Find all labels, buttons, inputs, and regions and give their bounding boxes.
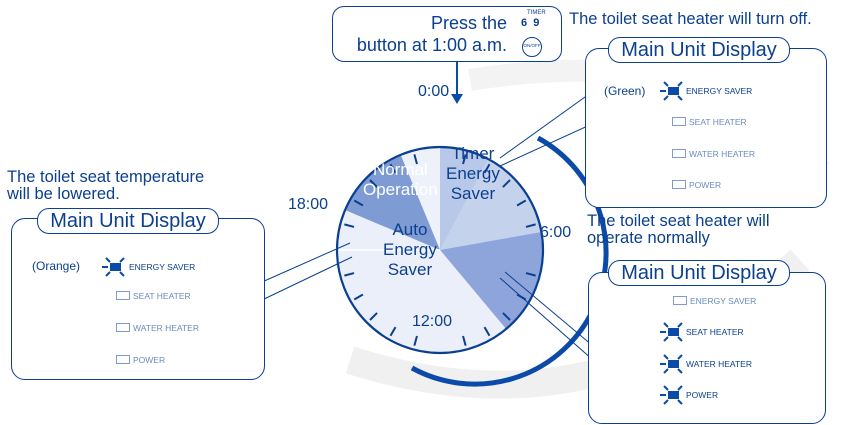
right-top-ind-water: WATER HEATER xyxy=(672,149,755,159)
left-energy-flash-icon xyxy=(102,257,125,277)
left-display-panel xyxy=(11,218,265,380)
clock-tick xyxy=(344,272,355,277)
clock-tick xyxy=(389,326,397,337)
timer-label: TIMER xyxy=(527,10,546,16)
right-bottom-caption: The toilet seat heater will operate norm… xyxy=(587,212,770,247)
right-bottom-ind-seat: SEAT HEATER xyxy=(686,327,744,337)
clock-tick xyxy=(462,335,467,346)
right-bottom-ind-energy: ENERGY SAVER xyxy=(673,296,756,306)
onoff-label: ON/OFF xyxy=(523,43,541,48)
right-top-energy-flash-icon xyxy=(660,81,683,101)
right-bottom-power-flash-icon xyxy=(660,385,683,405)
left-ind-water: WATER HEATER xyxy=(116,323,199,333)
right-bottom-seat-flash-icon xyxy=(660,322,683,342)
leader-right-bottom-2 xyxy=(499,277,594,361)
clock-tick xyxy=(502,312,511,321)
clock-label-left: 18:00 xyxy=(288,196,329,213)
clock-tick xyxy=(483,163,491,174)
right-top-display-tab: Main Unit Display xyxy=(608,37,790,63)
clock-tick xyxy=(483,326,491,337)
leader-left-1 xyxy=(261,242,351,283)
clock-tick xyxy=(525,272,536,277)
right-top-display-panel xyxy=(585,48,827,208)
sector-auto-label: Auto Energy Saver xyxy=(383,220,437,279)
clock-tick xyxy=(502,179,511,188)
left-ind-power: POWER xyxy=(116,355,165,365)
clock-tick xyxy=(413,154,418,165)
sector-timer-label: Timer Energy Saver xyxy=(446,144,500,203)
callout-press-button: Press the button at 1:00 a.m. TIMER 6 9 … xyxy=(332,6,562,62)
right-bottom-ind-power: POWER xyxy=(686,390,719,400)
right-bottom-ind-water: WATER HEATER xyxy=(686,359,752,369)
leader-right-top-2 xyxy=(499,123,593,167)
timer-digits: 6 9 xyxy=(521,17,540,29)
left-color-label: (Orange) xyxy=(32,259,81,273)
right-bottom-display-tab: Main Unit Display xyxy=(608,260,790,286)
clock-tick xyxy=(369,312,378,321)
clock-tick xyxy=(344,223,355,228)
left-display-tab: Main Unit Display xyxy=(37,208,219,234)
clock-ticks xyxy=(344,154,536,346)
onoff-button-icon: ON/OFF xyxy=(522,37,542,57)
sector-normal-label: Normal Operation xyxy=(363,160,438,199)
sector-auto-b xyxy=(336,210,440,250)
clock-tick xyxy=(353,199,364,207)
sector-auto xyxy=(337,250,506,353)
left-ind-seat: SEAT HEATER xyxy=(116,291,191,301)
clock-tick xyxy=(369,179,378,188)
clock-tick xyxy=(389,163,397,174)
left-ind-energy: ENERGY SAVER xyxy=(129,262,196,272)
sector-normal-b xyxy=(400,146,440,250)
clock-tick xyxy=(462,154,467,165)
right-top-ind-seat: SEAT HEATER xyxy=(672,117,747,127)
callout-arrow-head xyxy=(451,94,463,104)
right-top-ind-power: POWER xyxy=(672,180,721,190)
right-top-ind-energy: ENERGY SAVER xyxy=(686,86,753,96)
right-top-color-label: (Green) xyxy=(604,84,646,98)
sector-dark xyxy=(440,232,543,329)
right-bottom-display-panel xyxy=(588,272,826,424)
left-caption: The toilet seat temperature will be lowe… xyxy=(7,168,205,203)
callout-line1: Press the xyxy=(430,13,507,33)
leader-right-top-1 xyxy=(499,91,593,159)
right-bottom-water-flash-icon xyxy=(660,354,683,374)
leader-right-bottom-1 xyxy=(504,271,594,347)
leader-left-2 xyxy=(261,256,353,301)
clock-tick xyxy=(516,199,527,207)
clock-label-bottom: 12:00 xyxy=(412,313,453,330)
callout-line2: button at 1:00 a.m. xyxy=(356,35,507,55)
right-top-caption: The toilet seat heater will turn off. xyxy=(569,10,812,28)
clock-tick xyxy=(525,223,536,228)
clock-label-right: 6:00 xyxy=(540,224,572,241)
clock-tick xyxy=(413,335,418,346)
clock-face xyxy=(335,145,545,355)
clock-label-top: 0:00 xyxy=(418,83,450,100)
clock-tick xyxy=(353,293,364,301)
